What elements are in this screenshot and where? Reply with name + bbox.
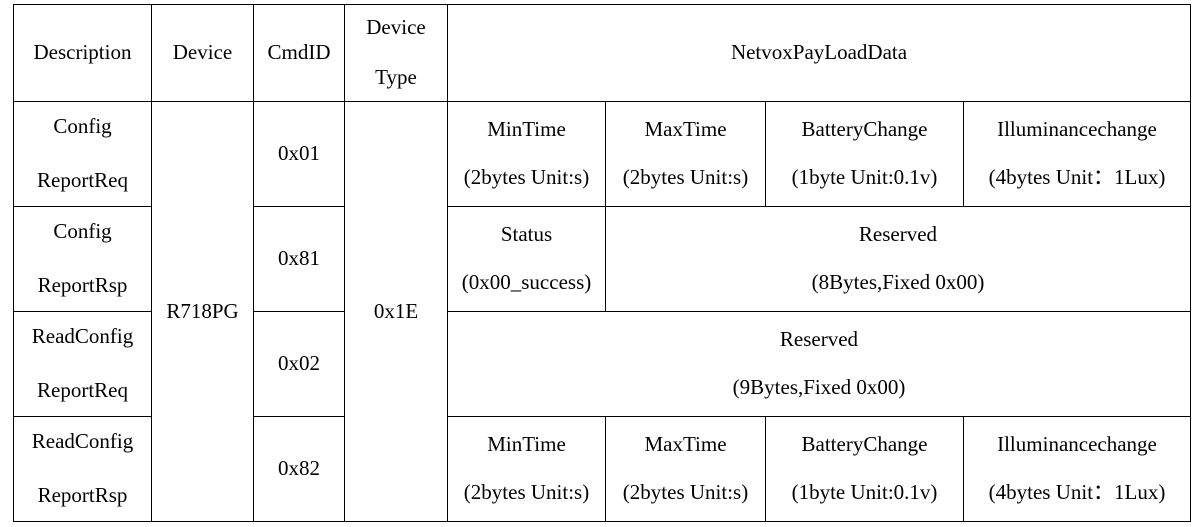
table-row: Config ReportRsp 0x81 Status (0x00_succe… — [13, 206, 1191, 312]
description-line2: ReportReq — [37, 168, 128, 192]
table-header-row: Description Device CmdID Device Type Net… — [13, 4, 1191, 102]
payload-field-spec: (1byte Unit:0.1v) — [791, 480, 938, 504]
payload-field-spec: (2bytes Unit:s) — [622, 480, 749, 504]
payload-field-name: MaxTime — [644, 117, 727, 142]
header-cell-device-type: Device Type — [344, 4, 448, 102]
payload-field-name: BatteryChange — [801, 432, 928, 457]
cell-description: ReadConfig ReportReq — [13, 311, 152, 417]
payload-field-name: Reserved — [779, 327, 859, 352]
payload-field-name: Illuminancechange — [997, 117, 1157, 142]
description-line1: Config — [53, 114, 112, 139]
table-row: Config ReportReq R718PG 0x01 0x1E MinTim… — [13, 101, 1191, 522]
cell-payload-field: BatteryChange (1byte Unit:0.1v) — [765, 416, 964, 522]
payload-field-name: MinTime — [487, 432, 566, 457]
payload-field-name: MaxTime — [644, 432, 727, 457]
cell-cmdid: 0x82 — [253, 416, 345, 522]
payload-field-spec: (2bytes Unit:s) — [622, 165, 749, 189]
cell-payload-field: MinTime (2bytes Unit:s) — [447, 416, 606, 522]
cell-payload-field: BatteryChange (1byte Unit:0.1v) — [765, 101, 964, 207]
table-row: ReadConfig ReportRsp 0x82 MinTime (2byte… — [13, 416, 1191, 522]
header-device-type-line1: Device — [366, 15, 426, 40]
cell-description: ReadConfig ReportRsp — [13, 416, 152, 522]
payload-field-spec: (2bytes Unit:s) — [463, 480, 590, 504]
description-line1: ReadConfig — [31, 429, 134, 454]
description-line2: ReportReq — [37, 378, 128, 402]
payload-field-spec: (4bytes Unit：1Lux) — [988, 165, 1166, 189]
payload-field-name: Status — [500, 222, 553, 247]
cell-payload-field: Status (0x00_success) — [447, 206, 606, 312]
cell-cmdid: 0x81 — [253, 206, 345, 312]
payload-field-name: Illuminancechange — [997, 432, 1157, 457]
command-spec-table: Description Device CmdID Device Type Net… — [13, 4, 1191, 522]
payload-field-name: BatteryChange — [801, 117, 928, 142]
description-line2: ReportRsp — [37, 273, 128, 297]
cell-description: Config ReportReq — [13, 101, 152, 207]
cell-payload-field: MaxTime (2bytes Unit:s) — [605, 416, 766, 522]
payload-field-spec: (8Bytes,Fixed 0x00) — [811, 270, 985, 294]
table-row: ReadConfig ReportReq 0x02 Reserved (9Byt… — [13, 311, 1191, 417]
payload-field-name: Reserved — [858, 222, 938, 247]
header-cell-payload: NetvoxPayLoadData — [447, 4, 1191, 102]
cell-payload-field: MaxTime (2bytes Unit:s) — [605, 101, 766, 207]
header-cell-device: Device — [151, 4, 254, 102]
header-device-type-line2: Type — [375, 65, 417, 89]
payload-field-spec: (2bytes Unit:s) — [463, 165, 590, 189]
cell-payload-reserved: Reserved (9Bytes,Fixed 0x00) — [447, 311, 1191, 417]
header-cell-cmdid: CmdID — [253, 4, 345, 102]
cell-device: R718PG — [151, 101, 254, 522]
cell-payload-field: Illuminancechange (4bytes Unit：1Lux) — [963, 101, 1191, 207]
cell-description: Config ReportRsp — [13, 206, 152, 312]
payload-field-spec: (4bytes Unit：1Lux) — [988, 480, 1166, 504]
payload-field-spec: (0x00_success) — [461, 270, 592, 294]
description-line1: Config — [53, 219, 112, 244]
payload-field-name: MinTime — [487, 117, 566, 142]
cell-device-type: 0x1E — [344, 101, 448, 522]
cell-payload-reserved: Reserved (8Bytes,Fixed 0x00) — [605, 206, 1191, 312]
cell-cmdid: 0x02 — [253, 311, 345, 417]
description-line2: ReportRsp — [37, 483, 128, 507]
payload-field-spec: (9Bytes,Fixed 0x00) — [732, 375, 906, 399]
cell-cmdid: 0x01 — [253, 101, 345, 207]
description-line1: ReadConfig — [31, 324, 134, 349]
cell-payload-field: Illuminancechange (4bytes Unit：1Lux) — [963, 416, 1191, 522]
cell-payload-field: MinTime (2bytes Unit:s) — [447, 101, 606, 207]
header-cell-description: Description — [13, 4, 152, 102]
payload-field-spec: (1byte Unit:0.1v) — [791, 165, 938, 189]
